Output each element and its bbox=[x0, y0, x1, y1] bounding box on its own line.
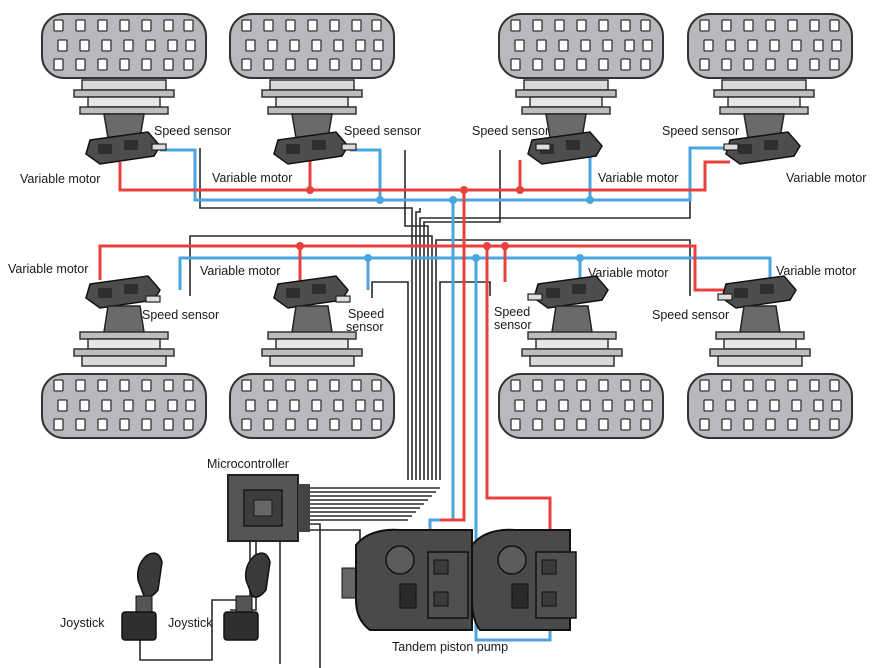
speed-sensor-label-3: Speed sensor bbox=[472, 124, 549, 138]
speed-sensor-label-8: Speed sensor bbox=[652, 308, 729, 322]
variable-motor-label-1: Variable motor bbox=[20, 172, 100, 186]
variable-motor-label-2: Variable motor bbox=[212, 171, 292, 185]
wheel-unit-bottom-2 bbox=[230, 276, 394, 438]
variable-motor-label-3: Variable motor bbox=[598, 171, 678, 185]
wheel-unit-top-2 bbox=[230, 14, 394, 164]
wheel-unit-bottom-4 bbox=[688, 276, 852, 438]
speed-sensor-label-2: Speed sensor bbox=[344, 124, 421, 138]
joystick-1 bbox=[122, 553, 162, 640]
wheel-unit-top-3 bbox=[499, 14, 663, 164]
variable-motor-label-5: Variable motor bbox=[8, 262, 88, 276]
wheel-unit-top-1 bbox=[42, 14, 206, 164]
wheel-unit-bottom-1 bbox=[42, 276, 206, 438]
joystick-2 bbox=[224, 553, 270, 640]
speed-sensor-label-5: Speed sensor bbox=[142, 308, 219, 322]
speed-sensor-label-4: Speed sensor bbox=[662, 124, 739, 138]
speed-sensor-label-6a: Speed bbox=[348, 307, 384, 321]
speed-sensor-label-1: Speed sensor bbox=[154, 124, 231, 138]
variable-motor-label-6: Variable motor bbox=[200, 264, 280, 278]
variable-motor-label-4: Variable motor bbox=[786, 171, 866, 185]
variable-motor-label-7: Variable motor bbox=[588, 266, 668, 280]
tandem-piston-pump bbox=[342, 530, 576, 630]
wheel-unit-bottom-3 bbox=[499, 276, 663, 438]
speed-sensor-label-7a: Speed bbox=[494, 305, 530, 319]
speed-sensor-label-7b: sensor bbox=[494, 318, 532, 332]
speed-sensor-label-6b: sensor bbox=[346, 320, 384, 334]
variable-motor-label-8: Variable motor bbox=[776, 264, 856, 278]
microcontroller-label: Microcontroller bbox=[207, 457, 289, 471]
junction-dots bbox=[296, 186, 594, 262]
microcontroller bbox=[228, 475, 310, 541]
joystick-label-2: Joystick bbox=[168, 616, 212, 630]
tandem-pump-label: Tandem piston pump bbox=[392, 640, 508, 654]
joystick-label-1: Joystick bbox=[60, 616, 104, 630]
wheel-unit-top-4 bbox=[688, 14, 852, 164]
